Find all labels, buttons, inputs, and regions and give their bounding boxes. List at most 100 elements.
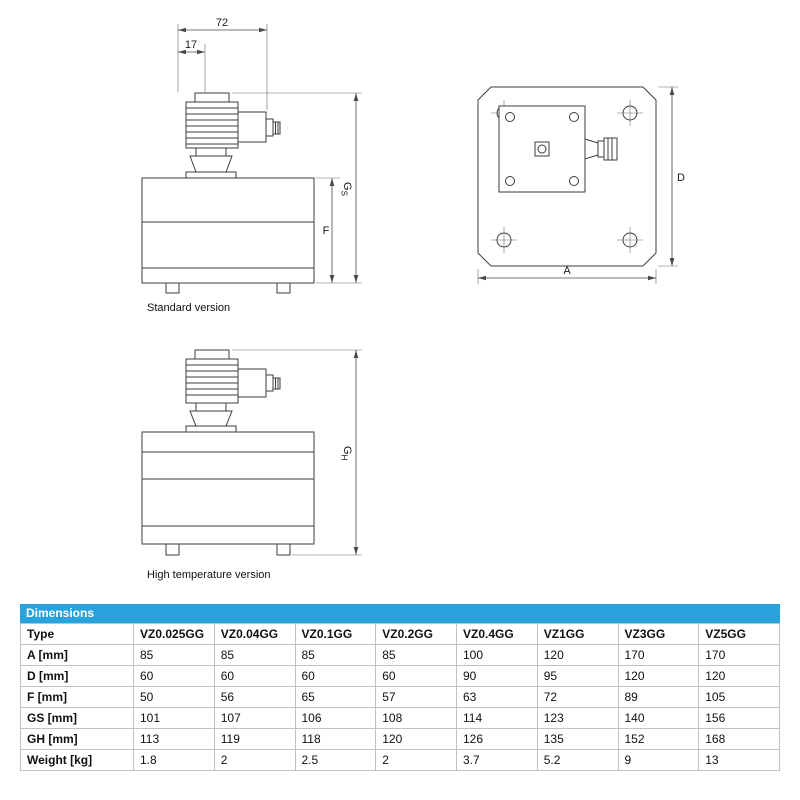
dimension-value: 156 [698, 707, 780, 729]
dimension-value: 85 [213, 644, 296, 666]
type-header-VZ0.2GG: VZ0.2GG [375, 623, 457, 645]
dimension-value: 95 [536, 665, 619, 687]
dimension-value: 170 [698, 644, 780, 666]
standard-version-caption: Standard version [147, 302, 230, 314]
dimension-value: 3.7 [456, 749, 538, 771]
dimension-value: 135 [536, 728, 619, 750]
foot-stud [276, 282, 291, 294]
cable-gland [272, 121, 281, 135]
type-header-VZ0.4GG: VZ0.4GG [456, 623, 538, 645]
din-plug [237, 368, 267, 398]
dimension-value: 126 [456, 728, 538, 750]
meter-body-ht [141, 431, 315, 556]
dimension-value: 2.5 [294, 749, 377, 771]
dimension-row-label: F [mm] [20, 686, 134, 708]
high-temperature-caption: High temperature version [147, 569, 271, 581]
dimension-value: 120 [698, 665, 780, 687]
technical-drawings: 72 17 [141, 17, 685, 581]
dimension-value: 57 [375, 686, 457, 708]
dimension-value: 85 [133, 644, 215, 666]
connector-top-view [584, 137, 618, 161]
dimension-value: 106 [294, 707, 377, 729]
dim-label-17: 17 [185, 39, 197, 51]
dimension-value: 60 [133, 665, 215, 687]
dimension-value: 105 [698, 686, 780, 708]
high-temperature-drawing: GH High temperature version [141, 349, 362, 581]
foot-stud [276, 543, 291, 556]
dimension-value: 5.2 [536, 749, 619, 771]
type-header-VZ0.025GG: VZ0.025GG [133, 623, 215, 645]
dimension-value: 107 [213, 707, 296, 729]
dimension-value: 63 [456, 686, 538, 708]
dimension-value: 108 [375, 707, 457, 729]
dimension-value: 114 [456, 707, 538, 729]
dimension-value: 120 [375, 728, 457, 750]
dim-label-f: F [323, 225, 330, 237]
dimension-value: 60 [213, 665, 296, 687]
type-header-VZ0.1GG: VZ0.1GG [294, 623, 377, 645]
dimension-value: 85 [294, 644, 377, 666]
dimension-row-label: Weight [kg] [20, 749, 134, 771]
type-header-VZ1GG: VZ1GG [536, 623, 619, 645]
dimension-value: 65 [294, 686, 377, 708]
dimension-value: 2 [213, 749, 296, 771]
dimension-value: 56 [213, 686, 296, 708]
dimension-value: 1.8 [133, 749, 215, 771]
dim-label-72: 72 [216, 17, 228, 29]
standard-version-drawing: 72 17 [141, 17, 362, 314]
dimension-value: 168 [698, 728, 780, 750]
dimension-value: 72 [536, 686, 619, 708]
dimension-value: 118 [294, 728, 377, 750]
dimension-row-label: A [mm] [20, 644, 134, 666]
dimension-row-label: GH [mm] [20, 728, 134, 750]
solenoid-connector-ht [185, 349, 281, 433]
inner-flange [498, 105, 586, 193]
dim-label-gh: GH [340, 446, 354, 461]
front-view-drawing: A D [477, 86, 685, 284]
dimension-value: 140 [617, 707, 700, 729]
dimension-row-label: D [mm] [20, 665, 134, 687]
dimension-row-label: GS [mm] [20, 707, 134, 729]
dimension-value: 113 [133, 728, 215, 750]
dimension-value: 170 [617, 644, 700, 666]
type-header-VZ5GG: VZ5GG [698, 623, 780, 645]
dimension-value: 123 [536, 707, 619, 729]
dimension-value: 101 [133, 707, 215, 729]
dimension-value: 100 [456, 644, 538, 666]
dimension-value: 152 [617, 728, 700, 750]
dim-label-d: D [677, 172, 685, 184]
table-title: Dimensions [20, 604, 780, 623]
dimension-value: 90 [456, 665, 538, 687]
dim-label-gs: GS [340, 182, 354, 196]
dimension-value: 2 [375, 749, 457, 771]
dimension-value: 60 [375, 665, 457, 687]
dimension-value: 13 [698, 749, 780, 771]
dimension-value: 119 [213, 728, 296, 750]
dimension-value: 120 [617, 665, 700, 687]
dimension-value: 50 [133, 686, 215, 708]
dimension-value: 9 [617, 749, 700, 771]
type-header-VZ3GG: VZ3GG [617, 623, 700, 645]
solenoid-connector [185, 92, 281, 179]
meter-body [141, 177, 315, 294]
dim-label-a: A [563, 265, 571, 277]
type-header-VZ0.04GG: VZ0.04GG [213, 623, 296, 645]
dimension-value: 120 [536, 644, 619, 666]
bolt-holes [491, 100, 643, 253]
dimension-value: 89 [617, 686, 700, 708]
foot-stud [165, 282, 180, 294]
dimension-value: 85 [375, 644, 457, 666]
type-column-header: Type [20, 623, 134, 645]
din-plug [237, 111, 267, 143]
foot-stud [165, 543, 180, 556]
